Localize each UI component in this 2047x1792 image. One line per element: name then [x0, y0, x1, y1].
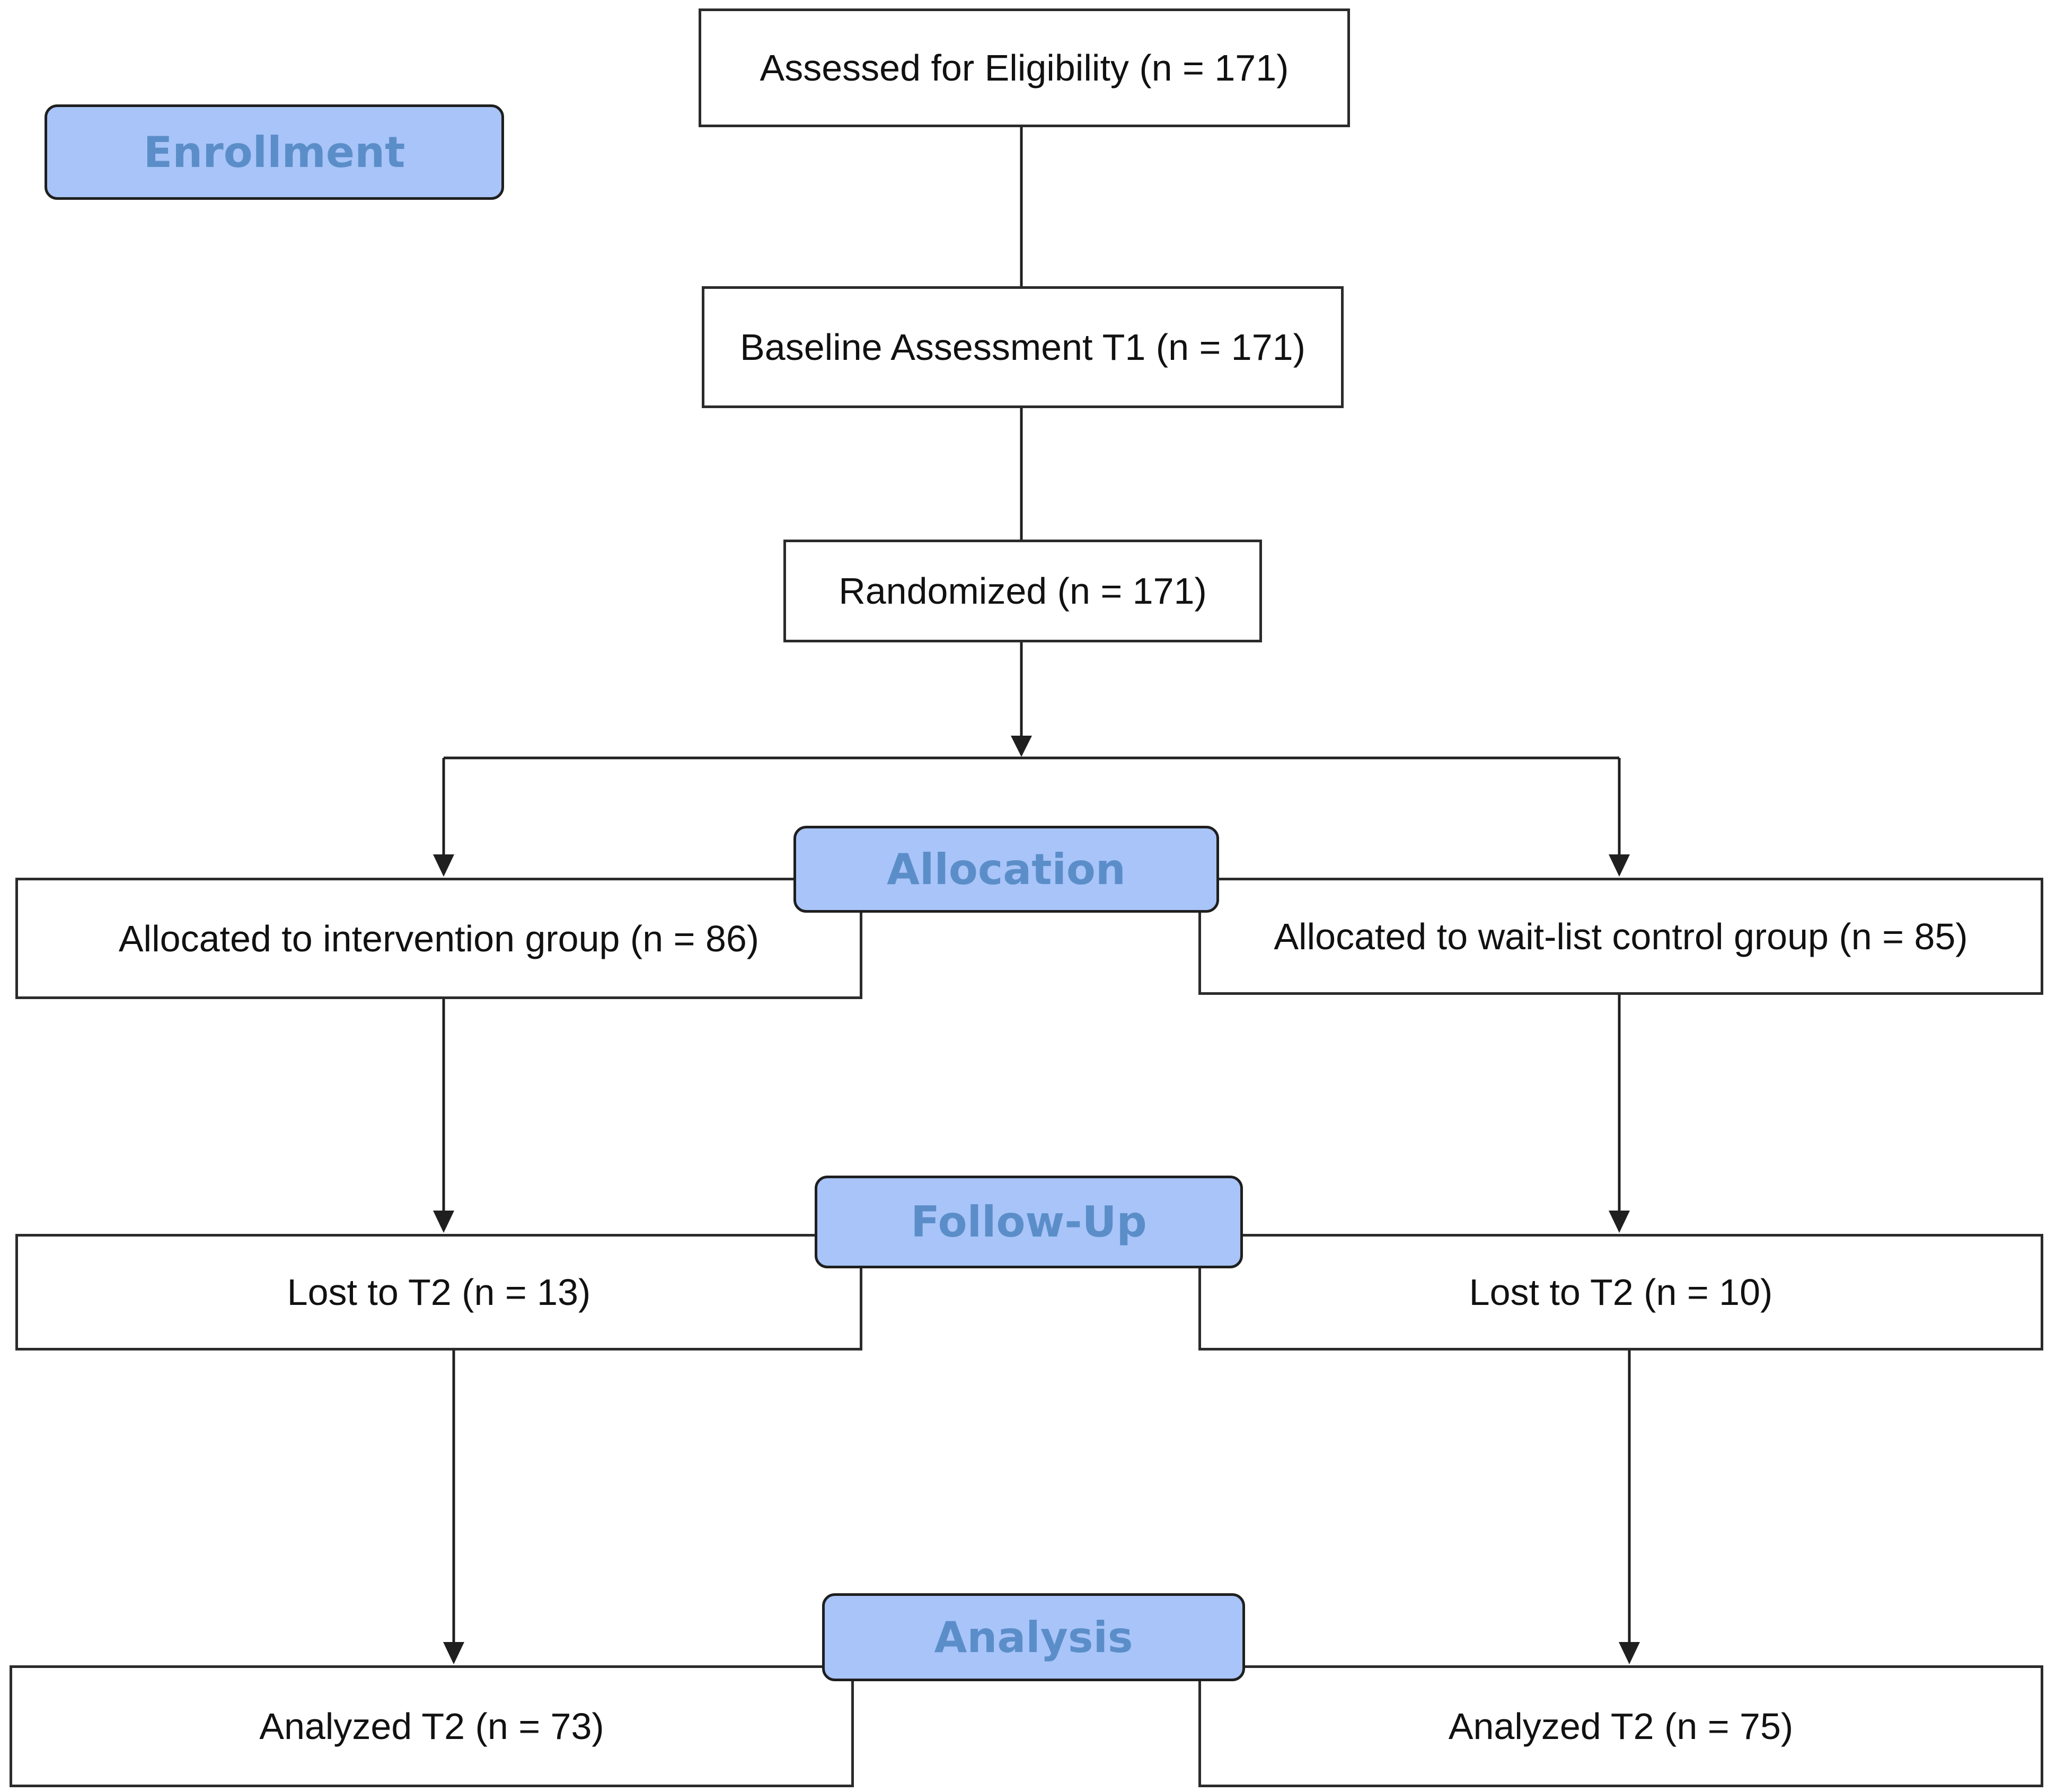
box-allocated-intervention: Allocated to intervention group (n = 86) [15, 878, 862, 999]
stage-label-enrollment: Enrollment [45, 104, 504, 200]
box-allocated-control: Allocated to wait-list control group (n … [1198, 878, 2043, 995]
stage-label-follow-up: Follow-Up [815, 1176, 1243, 1268]
box-baseline-assessment: Baseline Assessment T1 (n = 171) [702, 286, 1344, 408]
box-assessed-eligibility: Assessed for Eligibility (n = 171) [699, 8, 1350, 127]
arrowhead-lost-control [1609, 1211, 1630, 1233]
arrowhead-randomized [1011, 736, 1032, 757]
arrowhead-analyzed-control [1619, 1642, 1640, 1664]
box-lost-intervention: Lost to T2 (n = 13) [15, 1234, 862, 1350]
arrowhead-lost-intervention [433, 1211, 454, 1233]
stage-label-allocation: Allocation [793, 826, 1219, 913]
arrowhead-analyzed-intervention [443, 1642, 464, 1664]
box-lost-control: Lost to T2 (n = 10) [1198, 1234, 2043, 1350]
stage-label-analysis: Analysis [822, 1593, 1245, 1681]
box-analyzed-intervention: Analyzed T2 (n = 73) [10, 1665, 854, 1787]
arrowhead-intervention [433, 854, 454, 877]
box-randomized: Randomized (n = 171) [783, 540, 1262, 642]
box-analyzed-control: Analyzed T2 (n = 75) [1198, 1665, 2043, 1787]
arrowhead-control [1609, 854, 1630, 877]
